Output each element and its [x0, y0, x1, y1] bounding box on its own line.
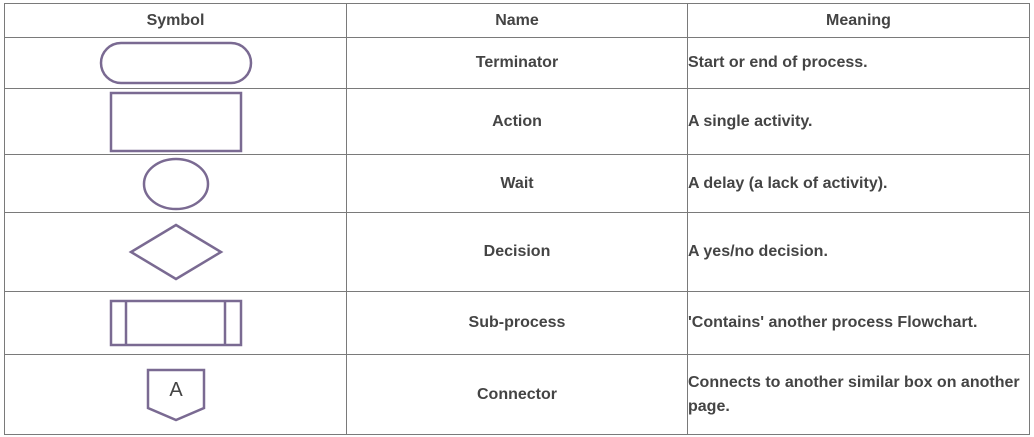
symbol-name: Terminator — [346, 37, 688, 89]
symbol-meaning: Start or end of process. — [687, 37, 1030, 89]
symbol-meaning: A single activity. — [687, 88, 1030, 155]
symbol-meaning: Connects to another similar box on anoth… — [687, 354, 1030, 435]
table-row: Wait A delay (a lack of activity). — [4, 154, 1030, 213]
connector-icon: A — [146, 368, 205, 421]
symbol-cell — [4, 291, 347, 355]
symbol-cell — [4, 88, 347, 155]
table-row: Action A single activity. — [4, 88, 1030, 155]
symbol-name: Decision — [346, 212, 688, 292]
symbol-name: Sub-process — [346, 291, 688, 355]
header-symbol: Symbol — [4, 3, 347, 38]
decision-icon — [128, 223, 223, 281]
symbol-cell — [4, 154, 347, 213]
symbol-meaning: A delay (a lack of activity). — [687, 154, 1030, 213]
symbol-name: Wait — [346, 154, 688, 213]
table-row: Decision A yes/no decision. — [4, 212, 1030, 292]
connector-label: A — [169, 379, 183, 401]
table-row: Sub-process 'Contains' another process F… — [4, 291, 1030, 355]
action-icon — [109, 91, 242, 152]
sub-process-icon — [109, 299, 242, 347]
symbol-name: Connector — [346, 354, 688, 435]
symbol-cell: A — [4, 354, 347, 435]
header-meaning: Meaning — [687, 3, 1030, 38]
header-name: Name — [346, 3, 688, 38]
symbol-cell — [4, 212, 347, 292]
header-row: Symbol Name Meaning — [4, 3, 1030, 38]
terminator-icon — [99, 41, 252, 85]
symbol-meaning: A yes/no decision. — [687, 212, 1030, 292]
flowchart-symbols-table: Symbol Name Meaning Terminator Start or … — [4, 3, 1030, 435]
symbol-meaning: 'Contains' another process Flowchart. — [687, 291, 1030, 355]
table-row: Terminator Start or end of process. — [4, 37, 1030, 89]
symbol-name: Action — [346, 88, 688, 155]
table-row: A Connector Connects to another similar … — [4, 354, 1030, 435]
wait-icon — [142, 157, 209, 210]
symbol-cell — [4, 37, 347, 89]
